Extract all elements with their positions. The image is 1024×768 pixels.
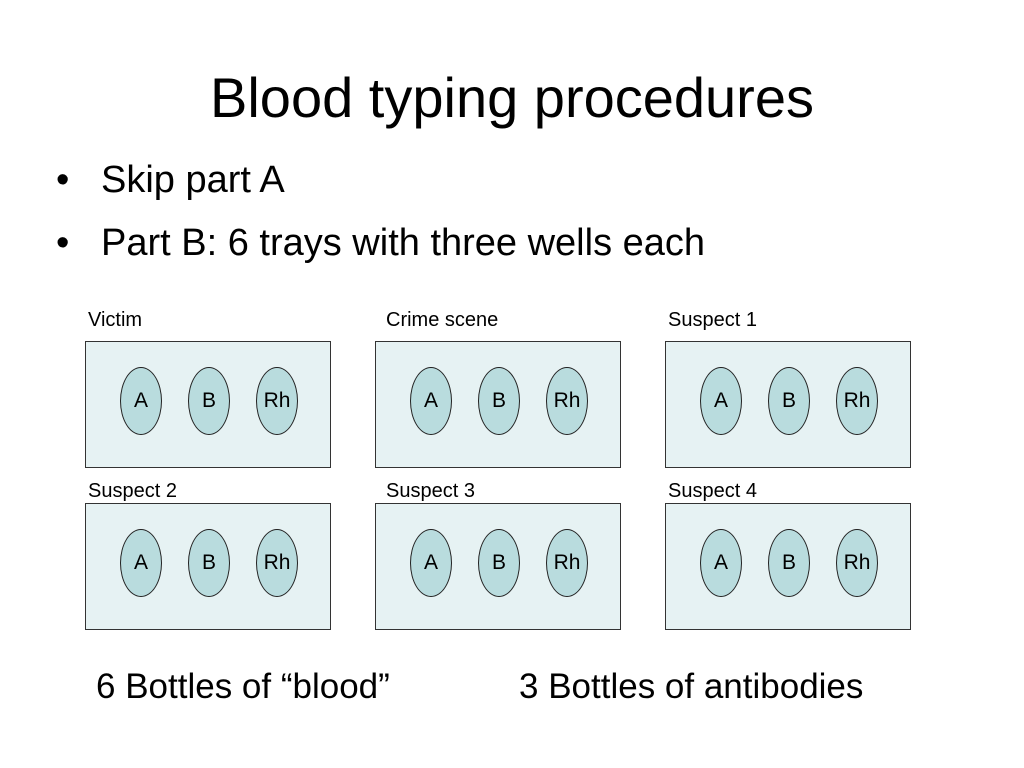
well-a: A (120, 529, 162, 597)
well-rh: Rh (256, 529, 298, 597)
well-a: A (120, 367, 162, 435)
tray-suspect-2: A B Rh (85, 503, 331, 630)
tray-label-suspect-2: Suspect 2 (88, 480, 177, 502)
blood-bottles-note: 6 Bottles of “blood” (96, 667, 390, 706)
well-rh: Rh (256, 367, 298, 435)
well-b: B (768, 529, 810, 597)
bullet-dot-icon: • (56, 159, 70, 201)
bullet-list: • Skip part A • Part B: 6 trays with thr… (56, 156, 705, 282)
tray-label-suspect-3: Suspect 3 (386, 480, 475, 502)
bullet-item: • Part B: 6 trays with three wells each (56, 219, 705, 267)
tray-label-victim: Victim (88, 309, 143, 331)
tray-label-suspect-4: Suspect 4 (668, 480, 757, 502)
well-rh: Rh (546, 529, 588, 597)
well-a: A (700, 529, 742, 597)
tray-label-crime-scene: Crime scene (386, 309, 499, 331)
well-b: B (188, 529, 230, 597)
well-rh: Rh (836, 529, 878, 597)
well-b: B (478, 529, 520, 597)
bullet-item: • Skip part A (56, 156, 705, 204)
well-b: B (478, 367, 520, 435)
tray-label-suspect-1: Suspect 1 (668, 309, 757, 331)
well-rh: Rh (546, 367, 588, 435)
well-rh: Rh (836, 367, 878, 435)
slide-title: Blood typing procedures (210, 66, 814, 129)
antibody-bottles-note: 3 Bottles of antibodies (519, 667, 864, 706)
well-b: B (188, 367, 230, 435)
well-b: B (768, 367, 810, 435)
tray-crime-scene: A B Rh (375, 341, 621, 468)
tray-suspect-3: A B Rh (375, 503, 621, 630)
bullet-text: Part B: 6 trays with three wells each (101, 222, 706, 264)
well-a: A (410, 529, 452, 597)
tray-suspect-1: A B Rh (665, 341, 911, 468)
tray-victim: A B Rh (85, 341, 331, 468)
well-a: A (410, 367, 452, 435)
bullet-text: Skip part A (101, 159, 285, 201)
bullet-dot-icon: • (56, 222, 70, 264)
well-a: A (700, 367, 742, 435)
tray-suspect-4: A B Rh (665, 503, 911, 630)
